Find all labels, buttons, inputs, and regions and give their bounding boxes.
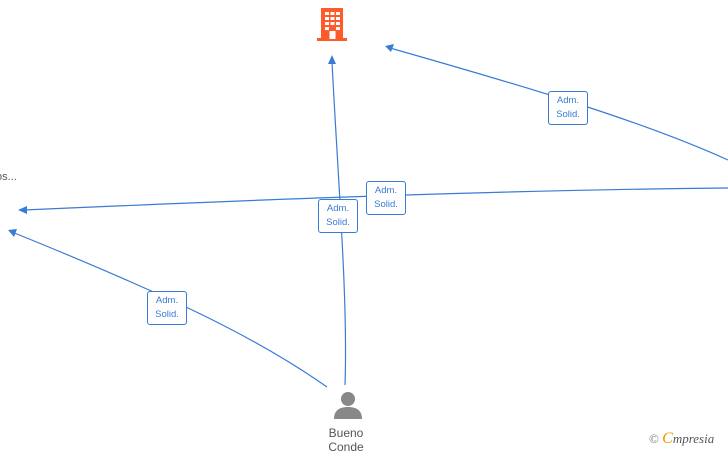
brand-logo-initial: C xyxy=(662,430,673,447)
arrowhead xyxy=(18,206,27,214)
arrowhead xyxy=(8,229,17,237)
edge-label-line2: Solid. xyxy=(556,109,580,120)
edge-label-adm-solid[interactable]: Adm. Solid. xyxy=(548,91,588,125)
left-node-label[interactable]: os... xyxy=(0,171,17,183)
copyright-symbol: © xyxy=(649,431,659,446)
empresia-watermark: © Cmpresia xyxy=(649,430,714,448)
person-name-line1: Bueno xyxy=(328,426,364,440)
edge-person-to-company xyxy=(331,61,347,386)
edge-label-line1: Adm. xyxy=(155,295,179,306)
edge-label-line1: Adm. xyxy=(374,185,398,196)
person-name-line2: Conde xyxy=(328,440,364,454)
edge-label-line1: Adm. xyxy=(326,203,350,214)
company-node[interactable] xyxy=(316,6,348,42)
person-icon xyxy=(334,392,362,419)
edge-label-line2: Solid. xyxy=(374,199,398,210)
arrowhead xyxy=(385,44,394,52)
edge-label-adm-solid[interactable]: Adm. Solid. xyxy=(147,291,187,325)
arrowhead xyxy=(328,55,336,64)
edge-label-adm-solid[interactable]: Adm. Solid. xyxy=(366,181,406,215)
edge-label-adm-solid[interactable]: Adm. Solid. xyxy=(318,199,358,233)
building-icon xyxy=(317,8,347,41)
edge-label-line1: Adm. xyxy=(556,95,580,106)
person-node[interactable] xyxy=(333,390,363,420)
brand-logo-text: mpresia xyxy=(672,431,715,446)
edge-label-line2: Solid. xyxy=(155,309,179,320)
edge-person-to-left-lower xyxy=(11,231,328,388)
edge-label-line2: Solid. xyxy=(326,217,350,228)
